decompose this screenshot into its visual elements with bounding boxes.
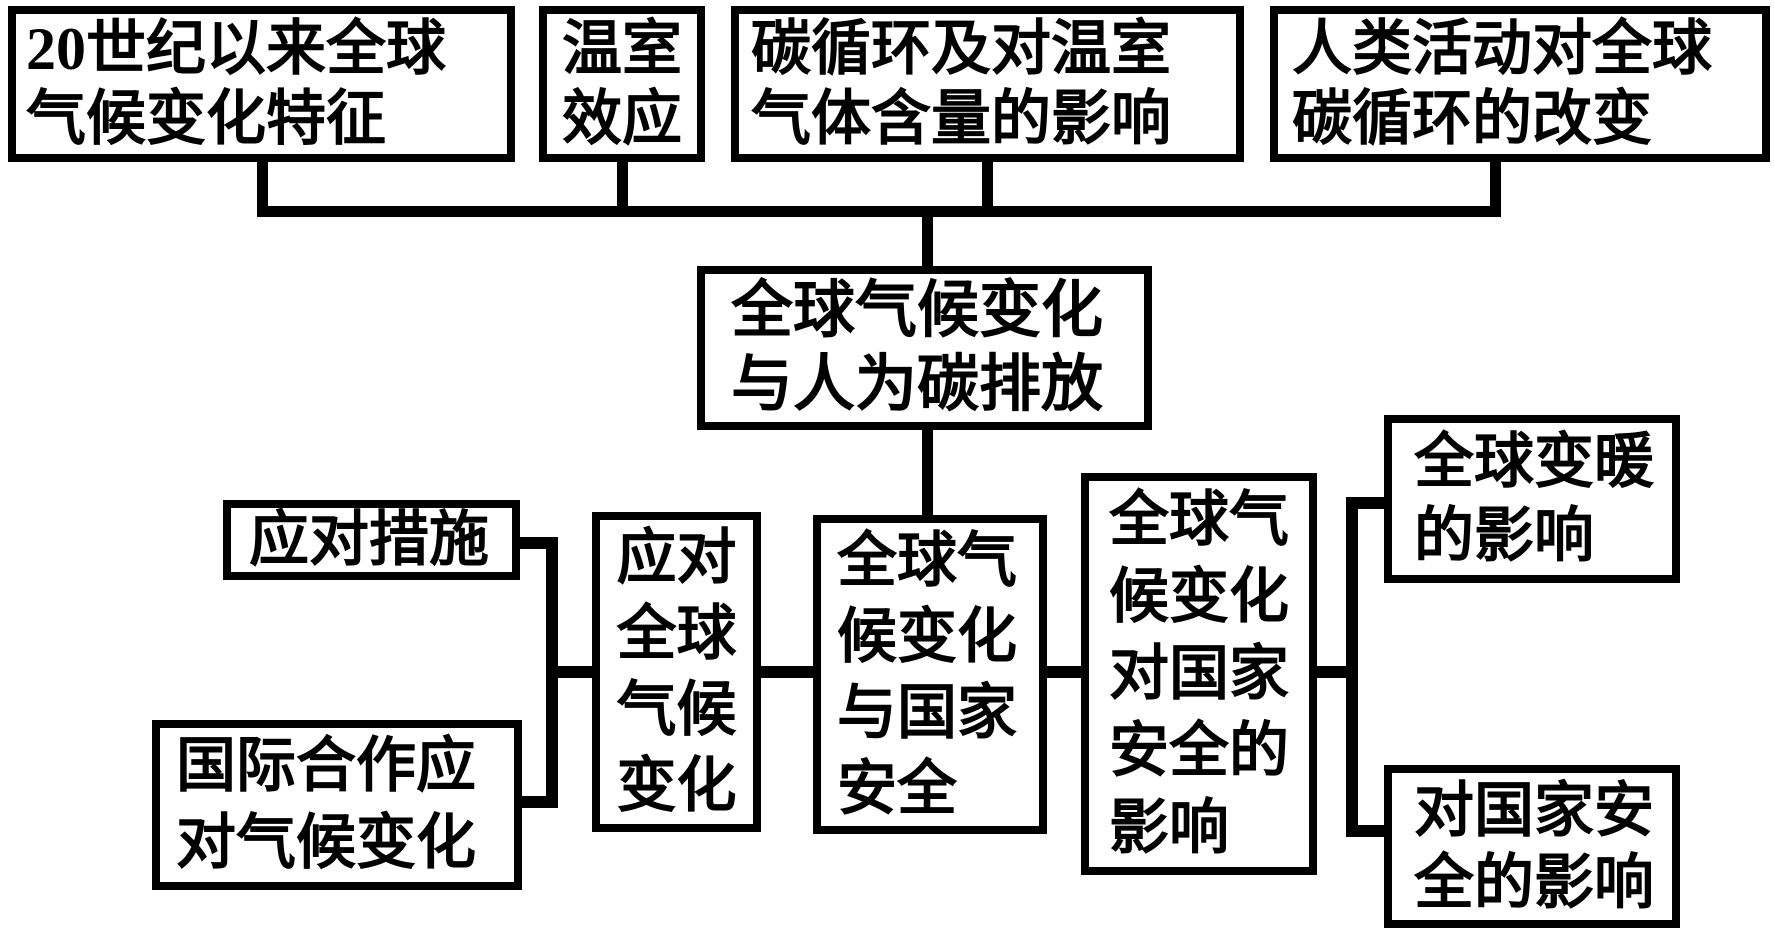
connector-left-rail <box>546 537 558 808</box>
node-warming-impact: 全球变暖 的影响 <box>1384 415 1680 583</box>
node-respond-climate: 应对 全球 气候 变化 <box>592 512 761 832</box>
connector-intl-stub <box>516 796 556 808</box>
connector-bus-to-central <box>922 211 933 271</box>
node-security-impact: 全球气 候变化 对国家 安全的 影响 <box>1081 473 1317 875</box>
node-climate-national-security: 全球气 候变化 与国家 安全 <box>813 515 1047 834</box>
connector-security-to-impact <box>1043 666 1085 678</box>
connector-respond-to-security <box>757 666 817 678</box>
connector-carboncycle-drop <box>982 158 993 214</box>
node-measures: 应对措施 <box>223 500 520 580</box>
connector-right-rail <box>1346 497 1358 837</box>
connector-central-to-security <box>922 426 933 520</box>
connector-greenhouse-drop <box>617 158 628 214</box>
connector-warming-stub <box>1352 497 1390 509</box>
node-greenhouse-effect: 温室 效应 <box>539 6 705 162</box>
connector-features-drop <box>257 158 268 214</box>
connector-measures-stub <box>514 537 554 549</box>
node-natsec-impact: 对国家安 全的影响 <box>1384 765 1680 928</box>
node-central-topic: 全球气候变化 与人为碳排放 <box>697 266 1152 430</box>
node-human-activity: 人类活动对全球 碳循环的改变 <box>1270 6 1770 162</box>
node-climate-change-features: 20世纪以来全球 气候变化特征 <box>8 6 515 162</box>
node-intl-cooperation: 国际合作应 对气候变化 <box>152 720 522 890</box>
connector-natsec-stub <box>1352 825 1390 837</box>
connector-human-drop <box>1490 158 1501 214</box>
connector-rail-to-respond <box>552 666 600 678</box>
node-carbon-cycle: 碳循环及对温室 气体含量的影响 <box>731 6 1244 162</box>
connector-top-bus <box>257 206 1501 217</box>
